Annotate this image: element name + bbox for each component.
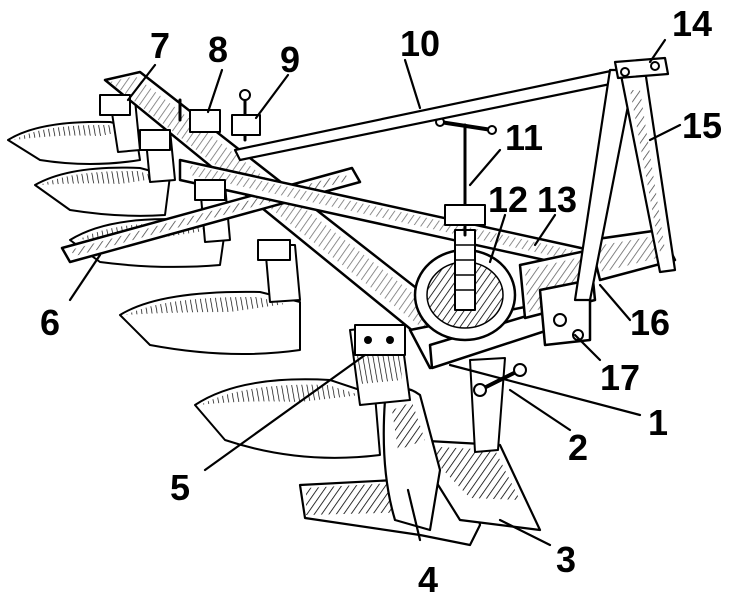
label-15: 15: [682, 105, 722, 146]
leader-3: [498, 518, 552, 547]
label-14: 14: [672, 3, 712, 44]
leader-15: [648, 123, 682, 142]
label-10: 10: [400, 23, 440, 64]
label-7: 7: [150, 25, 170, 66]
label-6: 6: [40, 302, 60, 343]
leader-8: [206, 68, 224, 114]
label-16: 16: [630, 302, 670, 343]
leader-12: [488, 213, 507, 264]
leader-14: [648, 38, 667, 64]
label-11: 11: [505, 117, 543, 158]
label-13: 13: [537, 179, 577, 220]
leader-2: [508, 388, 572, 432]
leader-6: [68, 253, 102, 302]
label-1: 1: [648, 402, 668, 443]
label-12: 12: [488, 179, 528, 220]
leader-4: [406, 488, 422, 542]
lever-pin: [473, 363, 527, 397]
frame: [60, 70, 677, 370]
leader-16: [598, 283, 632, 322]
leader-lines: [68, 38, 682, 547]
label-8: 8: [208, 29, 228, 70]
callout-labels: 7 8 9 10 14 15 11 12 13 6 16 17 1 2 3 4 …: [40, 3, 722, 600]
label-5: 5: [170, 467, 190, 508]
label-4: 4: [418, 559, 438, 600]
leader-17: [573, 333, 602, 362]
leader-13: [533, 213, 557, 247]
leader-9: [254, 73, 290, 120]
top-linkage: [178, 56, 677, 302]
depth-wheel: [413, 117, 517, 342]
label-3: 3: [556, 539, 576, 580]
leader-5: [203, 353, 367, 472]
leader-11: [468, 148, 502, 187]
label-9: 9: [280, 39, 300, 80]
leader-1: [448, 363, 642, 417]
leader-10: [403, 58, 422, 110]
label-17: 17: [600, 357, 640, 398]
leader-7: [126, 63, 157, 102]
label-2: 2: [568, 427, 588, 468]
